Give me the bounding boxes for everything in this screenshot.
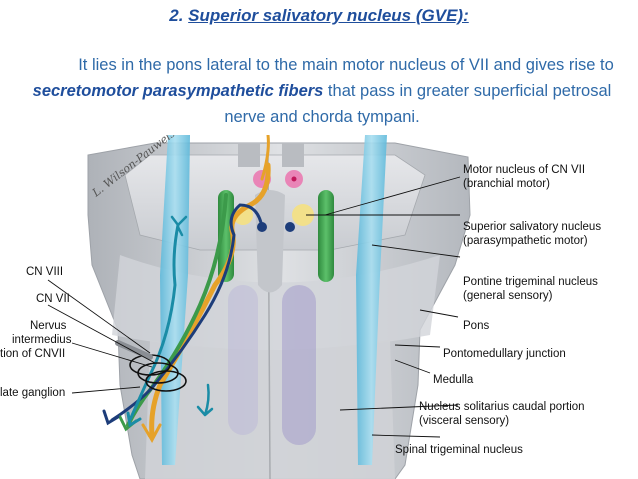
navy-fiber bbox=[110, 203, 264, 422]
leader-lines bbox=[47, 176, 461, 438]
label-pontine-trigeminal-sub: (general sensory) bbox=[463, 290, 553, 302]
label-motor-nucleus: Motor nucleus of CN VII bbox=[463, 164, 585, 176]
label-spinal-trigeminal: Spinal trigeminal nucleus bbox=[395, 444, 523, 456]
right-labels: Motor nucleus of CN VII (branchial motor… bbox=[395, 164, 601, 456]
label-salivatory-nucleus: Superior salivatory nucleus bbox=[463, 221, 601, 233]
right-green-column bbox=[318, 190, 334, 282]
pink-nucleus-core bbox=[291, 176, 297, 182]
label-pontomedullary-junction: Pontomedullary junction bbox=[443, 348, 566, 360]
teal-branch-lower bbox=[196, 383, 214, 417]
label-nervus: Nervus bbox=[30, 320, 67, 332]
paragraph-emphasis: secretomotor parasympathetic fibers bbox=[32, 82, 324, 100]
label-pons: Pons bbox=[463, 320, 489, 332]
label-motor-nucleus-sub: (branchial motor) bbox=[463, 178, 550, 190]
teal-branch-upper bbox=[170, 215, 188, 237]
arrow-orange bbox=[141, 423, 162, 444]
label-salivatory-nucleus-sub: (parasympathetic motor) bbox=[463, 235, 588, 247]
solitarius-column-shade-2 bbox=[228, 285, 258, 435]
central-notch bbox=[255, 190, 285, 293]
paragraph-text-2: that pass in greater superficial petrosa… bbox=[224, 82, 612, 126]
heading-title: Superior salivatory nucleus (GVE): bbox=[188, 6, 469, 25]
salivatory-nucleus bbox=[292, 204, 314, 226]
label-nucleus-solitarius-sub: (visceral sensory) bbox=[419, 415, 509, 427]
navy-nucleus-right bbox=[285, 222, 295, 232]
arrow-navy bbox=[102, 409, 120, 426]
label-cn7: CN VII bbox=[36, 293, 70, 305]
fiber-pathways bbox=[102, 135, 271, 444]
heading-number: 2. bbox=[169, 6, 184, 25]
pink-fiber bbox=[260, 135, 270, 181]
label-intermedius: intermedius bbox=[12, 334, 72, 346]
label-pontine-trigeminal: Pontine trigeminal nucleus bbox=[463, 276, 598, 288]
label-cn8: CN VIII bbox=[26, 266, 63, 278]
left-labels: CN VIII CN VII Nervus intermedius tion o… bbox=[0, 266, 72, 399]
right-sensory-tract bbox=[356, 135, 387, 465]
label-geniculate-ganglion: late ganglion bbox=[0, 387, 65, 399]
solitarius-column-shade bbox=[282, 285, 316, 445]
green-fiber bbox=[126, 193, 228, 427]
label-medulla: Medulla bbox=[433, 374, 474, 386]
label-nucleus-solitarius: Nucleus solitarius caudal portion bbox=[419, 401, 585, 413]
arrow-teal bbox=[126, 411, 142, 428]
description-paragraph: It lies in the pons lateral to the main … bbox=[22, 52, 622, 130]
brainstem-diagram: L. Wilson-Pauwels Motor nucleus of CN VI… bbox=[0, 135, 601, 479]
teal-fiber bbox=[128, 223, 180, 422]
top-column-right bbox=[282, 143, 304, 167]
slide-heading: 2. Superior salivatory nucleus (GVE): bbox=[0, 6, 638, 26]
label-portion-cn7: tion of CNVII bbox=[0, 348, 65, 360]
paragraph-text-1: It lies in the pons lateral to the main … bbox=[78, 56, 614, 74]
top-column-left bbox=[238, 143, 260, 167]
nerve-loop-3 bbox=[145, 370, 187, 392]
